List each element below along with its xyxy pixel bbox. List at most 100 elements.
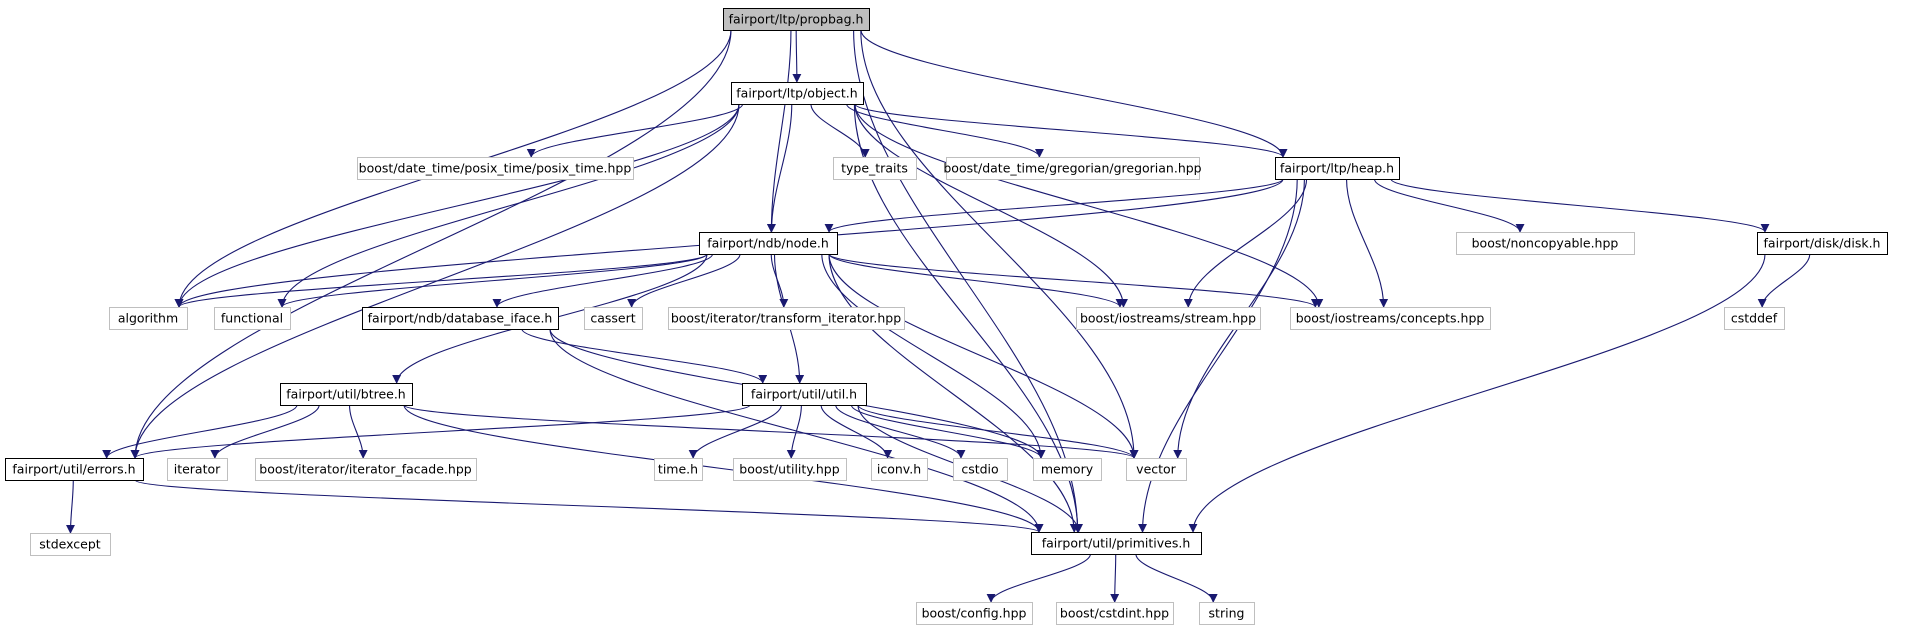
- edge-disk-to-primitives: [1188, 253, 1766, 533]
- node-posix: boost/date_time/posix_time/posix_time.hp…: [357, 157, 634, 180]
- node-label: boost/config.hpp: [922, 606, 1027, 621]
- edge-node-to-concepts: [828, 253, 1320, 308]
- edge-object-to-posix: [526, 103, 744, 158]
- node-label: boost/iostreams/concepts.hpp: [1296, 311, 1485, 326]
- node-box: [1275, 157, 1400, 180]
- node-algorithm: algorithm: [109, 307, 188, 330]
- node-box: [699, 232, 838, 255]
- node-noncopyable: boost/noncopyable.hpp: [1456, 232, 1635, 255]
- edge-object-to-stream: [854, 103, 1128, 308]
- node-box: [362, 307, 559, 330]
- node-box: [733, 458, 847, 481]
- node-label: boost/cstdint.hpp: [1060, 606, 1169, 621]
- node-primitives[interactable]: fairport/util/primitives.h: [1031, 532, 1202, 555]
- node-box: [916, 602, 1033, 625]
- dependency-edges: [65, 29, 1811, 603]
- node-label: iconv.h: [877, 462, 921, 477]
- edge-object-to-node: [766, 103, 793, 233]
- node-gregorian: boost/date_time/gregorian/gregorian.hpp: [943, 157, 1202, 180]
- node-box: [1290, 307, 1491, 330]
- node-label: cstdio: [961, 462, 998, 477]
- node-box: [1056, 602, 1174, 625]
- edge-heap-to-node: [824, 178, 1284, 233]
- edge-util-to-memory: [850, 404, 1046, 459]
- edge-heap-to-concepts: [1345, 178, 1389, 308]
- node-errors[interactable]: fairport/util/errors.h: [5, 458, 144, 481]
- node-label: algorithm: [118, 311, 178, 326]
- edge-propbag-to-object: [792, 29, 802, 83]
- node-label: boost/iterator/transform_iterator.hpp: [671, 311, 901, 326]
- edge-errors-to-stdexcept: [65, 479, 75, 534]
- edge-node-to-memory: [821, 253, 1046, 459]
- edge-propbag-to-node: [766, 29, 792, 233]
- node-box: [357, 157, 634, 180]
- node-box: [5, 458, 144, 481]
- node-label: cstddef: [1731, 311, 1778, 326]
- node-label: memory: [1041, 462, 1094, 477]
- node-box: [833, 157, 917, 180]
- node-iterator: iterator: [167, 458, 228, 481]
- node-utility: boost/utility.hpp: [733, 458, 847, 481]
- node-label: fairport/ltp/propbag.h: [729, 12, 864, 27]
- edge-node-to-primitives: [828, 253, 1079, 533]
- node-box: [1076, 307, 1261, 330]
- edge-util-to-cstdio: [835, 404, 966, 459]
- node-btree[interactable]: fairport/util/btree.h: [280, 383, 413, 406]
- node-node[interactable]: fairport/ndb/node.h: [699, 232, 838, 255]
- node-disk[interactable]: fairport/disk/disk.h: [1757, 232, 1888, 255]
- node-box: [731, 82, 864, 105]
- node-label: stdexcept: [39, 537, 100, 552]
- node-box: [167, 458, 228, 481]
- edge-primitives-to-string: [1135, 553, 1218, 603]
- node-label: boost/iterator/iterator_facade.hpp: [259, 462, 471, 477]
- node-label: boost/iostreams/stream.hpp: [1080, 311, 1256, 326]
- node-label: fairport/ndb/database_iface.h: [368, 311, 553, 326]
- node-heap[interactable]: fairport/ltp/heap.h: [1275, 157, 1400, 180]
- edge-dbiface-to-util: [521, 328, 768, 384]
- node-box: [946, 157, 1200, 180]
- node-box: [584, 307, 643, 330]
- node-util[interactable]: fairport/util/util.h: [742, 383, 867, 406]
- edge-node-to-functional: [277, 253, 708, 308]
- node-box: [214, 307, 291, 330]
- edge-propbag-to-heap: [860, 29, 1288, 158]
- node-string: string: [1199, 602, 1255, 625]
- node-propbag[interactable]: fairport/ltp/propbag.h: [723, 8, 870, 31]
- node-config: boost/config.hpp: [916, 602, 1033, 625]
- edge-object-to-typetraits: [810, 103, 870, 158]
- header-nodes: fairport/ltp/propbag.h fairport/ltp/objec…: [5, 8, 1888, 625]
- edge-heap-to-noncopyable: [1373, 178, 1525, 233]
- node-box: [1126, 458, 1187, 481]
- node-box: [1199, 602, 1255, 625]
- node-label: iterator: [174, 462, 221, 477]
- node-box: [953, 458, 1008, 481]
- edge-btree-to-errors: [102, 404, 298, 459]
- edge-object-to-algorithm: [174, 103, 740, 308]
- node-stdexcept: stdexcept: [30, 533, 111, 556]
- node-dbiface[interactable]: fairport/ndb/database_iface.h: [362, 307, 559, 330]
- node-box: [871, 458, 928, 481]
- node-box: [1724, 307, 1785, 330]
- edge-object-to-heap: [854, 103, 1288, 158]
- node-label: boost/utility.hpp: [739, 462, 839, 477]
- node-object[interactable]: fairport/ltp/object.h: [731, 82, 864, 105]
- node-box: [30, 533, 111, 556]
- node-cstdio: cstdio: [953, 458, 1008, 481]
- node-box: [1031, 532, 1202, 555]
- edge-node-to-stream: [828, 253, 1125, 308]
- node-label: functional: [221, 311, 283, 326]
- node-concepts: boost/iostreams/concepts.hpp: [1290, 307, 1491, 330]
- node-label: fairport/util/errors.h: [12, 462, 135, 477]
- node-typetraits: type_traits: [833, 157, 917, 180]
- node-box: [255, 458, 477, 481]
- edge-util-to-vector: [857, 404, 1139, 459]
- edge-errors-to-primitives: [134, 479, 1044, 533]
- node-stream: boost/iostreams/stream.hpp: [1076, 307, 1261, 330]
- node-box: [723, 8, 870, 31]
- node-label: boost/date_time/gregorian/gregorian.hpp: [943, 161, 1201, 176]
- edge-node-to-algorithm: [174, 253, 708, 308]
- edge-object-to-functional: [277, 103, 740, 308]
- node-label: fairport/disk/disk.h: [1764, 236, 1881, 251]
- edge-heap-to-disk: [1390, 178, 1770, 233]
